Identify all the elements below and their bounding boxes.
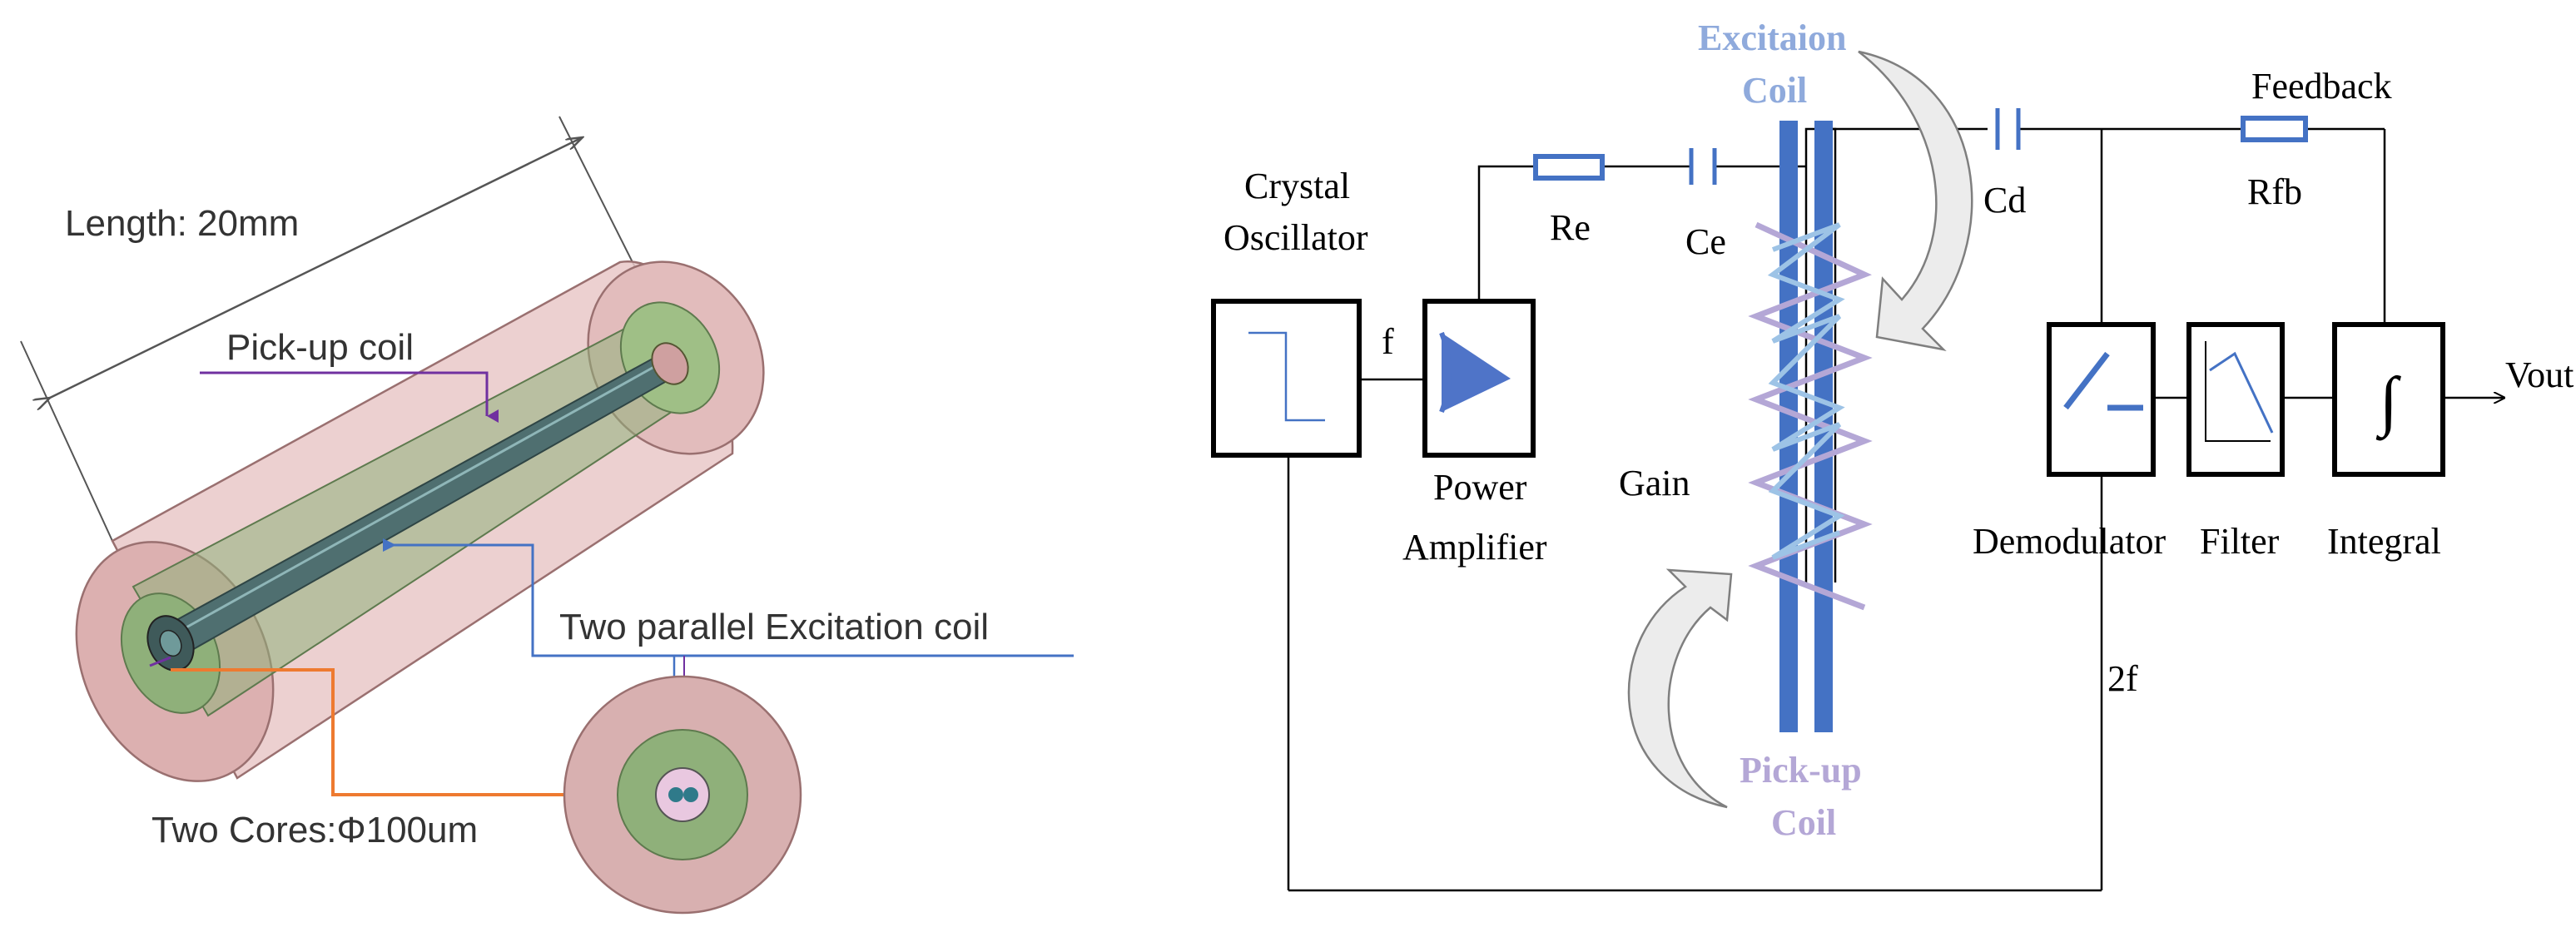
gain-arrow — [1627, 568, 1733, 809]
amplifier-icon — [1442, 333, 1511, 412]
gain-label: Gain — [1619, 463, 1690, 503]
integral-label: Integral — [2327, 521, 2441, 562]
core-dot-left — [668, 787, 683, 802]
excitation-coil-zigzag — [1767, 222, 1845, 560]
core-rod-near-end-inner — [159, 629, 182, 657]
cores-label: Two Cores:Φ100um — [151, 810, 478, 850]
twof-label: 2f — [2107, 658, 2138, 699]
core-dot-right — [683, 787, 698, 802]
crystal-oscillator-label-line2: Oscillator — [1223, 217, 1368, 258]
filter-axes-icon — [2205, 341, 2271, 442]
sensor-3d-model: Length: 20mm Pick-up coil Two parallel E… — [20, 116, 1074, 915]
lead-wire — [149, 656, 171, 667]
circuit-schematic: ∫ Crystal Oscillator f Power Amplifier R… — [1211, 17, 2574, 892]
filter-box — [2186, 322, 2285, 477]
core-rod-far-end — [651, 342, 689, 385]
coil-assembly — [1748, 121, 1873, 732]
cd-label: Cd — [1983, 180, 2026, 221]
excitation-coil-label: Two parallel Excitation coil — [559, 607, 989, 647]
square-wave-icon — [1248, 331, 1325, 422]
cores-leader — [171, 668, 674, 796]
core-rod-highlight — [161, 359, 667, 642]
power-amplifier-label-line1: Power — [1433, 467, 1527, 508]
f-label: f — [1382, 321, 1394, 362]
excitation-bar-left — [1779, 121, 1798, 732]
power-amplifier-label-line2: Amplifier — [1402, 527, 1547, 568]
re-label: Re — [1550, 207, 1591, 248]
rfb-label: Rfb — [2247, 171, 2302, 212]
feedback-label: Feedback — [2251, 66, 2392, 107]
pickup-coil-zigzag — [1748, 221, 1873, 611]
cross-section — [563, 675, 802, 915]
demodulator-box — [2047, 322, 2156, 477]
re-resistor — [1533, 154, 1605, 181]
pickup-coil-label-line1: Pick-up — [1740, 750, 1862, 791]
pickup-coil-label: Pick-up coil — [226, 327, 414, 368]
filter-response-icon — [2209, 351, 2274, 434]
excitation-coil-label-line2: Coil — [1742, 70, 1807, 111]
excitation-coil-leader — [383, 538, 1074, 657]
integral-box — [2332, 322, 2445, 477]
ce-capacitor — [1689, 148, 1717, 185]
integral-symbol: ∫ — [2375, 364, 2402, 441]
pickup-coil-label-line2: Coil — [1771, 802, 1836, 843]
vout-label: Vout — [2505, 354, 2574, 395]
length-dimension-arrow — [50, 137, 583, 398]
cd-capacitor — [1995, 108, 2021, 150]
demodulator-icon — [2063, 351, 2110, 410]
rfb-resistor — [2241, 116, 2308, 142]
crystal-oscillator-label-line1: Crystal — [1244, 166, 1350, 206]
demodulator-label: Demodulator — [1973, 521, 2167, 562]
excitation-coil-label-line1: Excitaion — [1698, 17, 1846, 58]
dimension-extension-left — [20, 340, 113, 542]
pickup-coil-leader — [200, 371, 499, 423]
length-label: Length: 20mm — [65, 203, 299, 244]
excitation-field-arrow — [1858, 50, 1973, 351]
ce-label: Ce — [1685, 221, 1726, 262]
circuit-wires — [1287, 127, 2504, 892]
filter-label: Filter — [2200, 521, 2280, 562]
